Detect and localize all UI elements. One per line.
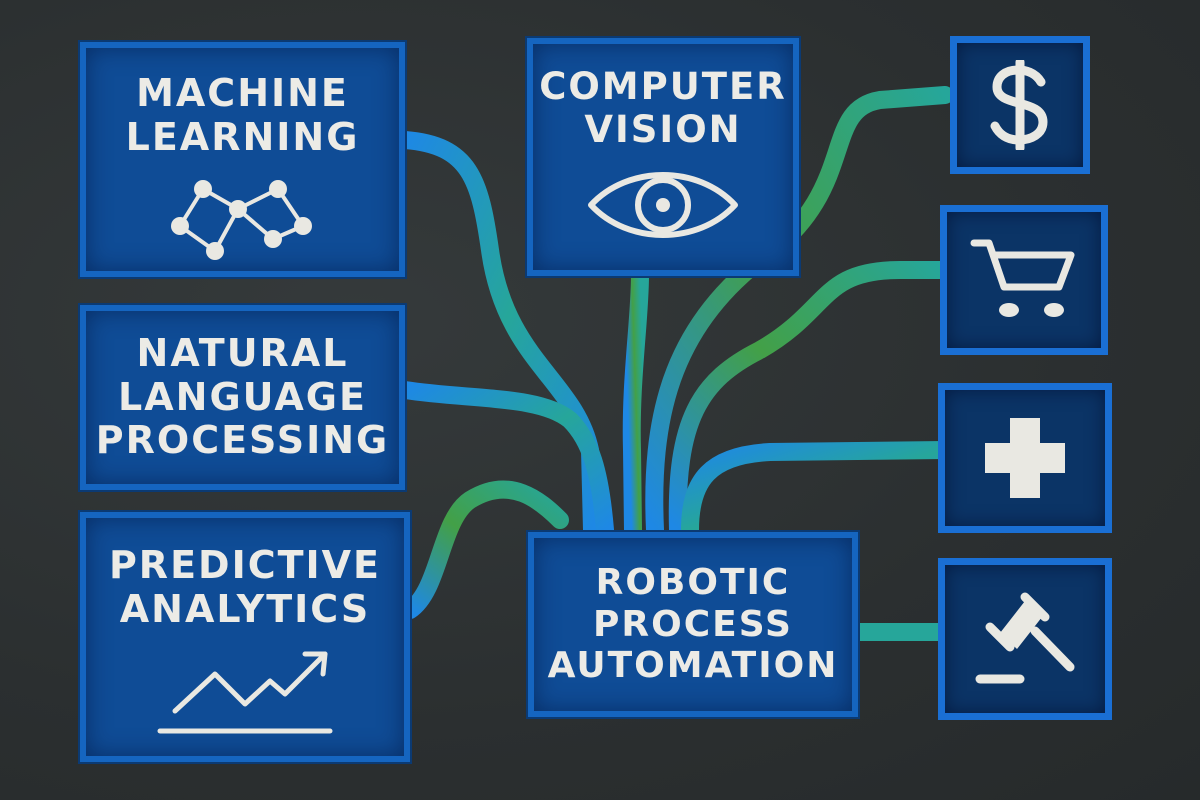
connector-cv-rpa: [622, 266, 649, 539]
category-label: Computer Vision: [539, 65, 787, 151]
connector-rpa-retail: [668, 261, 954, 539]
industry-retail-card: [940, 205, 1108, 355]
category-label: Natural Language Processing: [95, 330, 390, 463]
medical-cross-icon: [985, 418, 1065, 498]
category-label: Robotic Process Automation: [547, 562, 839, 687]
category-robotic-process-automation: Robotic Process Automation: [528, 532, 858, 717]
connector-pa-rpa: [401, 480, 569, 619]
connector-ml-rpa: [396, 131, 601, 539]
category-computer-vision: Computer Vision: [527, 38, 799, 276]
category-natural-language-processing: Natural Language Processing: [80, 305, 405, 490]
gavel-icon: [975, 592, 1075, 684]
category-machine-learning: Machine Learning: [80, 42, 405, 277]
eye-icon: [588, 172, 738, 239]
industry-healthcare: [938, 383, 1112, 533]
connector-rpa-health: [681, 441, 954, 539]
industry-finance: [950, 36, 1090, 174]
shopping-cart-icon: [970, 239, 1075, 317]
category-predictive-analytics: Predictive Analytics: [80, 512, 410, 762]
category-label: Predictive Analytics: [108, 543, 382, 631]
industry-legal: [938, 558, 1112, 720]
dollar-sign-icon: [990, 60, 1048, 150]
trending-up-chart-icon: [157, 651, 333, 734]
connector-nlp-rpa: [396, 381, 614, 539]
neural-network-icon: [170, 180, 312, 261]
category-label: Machine Learning: [125, 71, 360, 159]
